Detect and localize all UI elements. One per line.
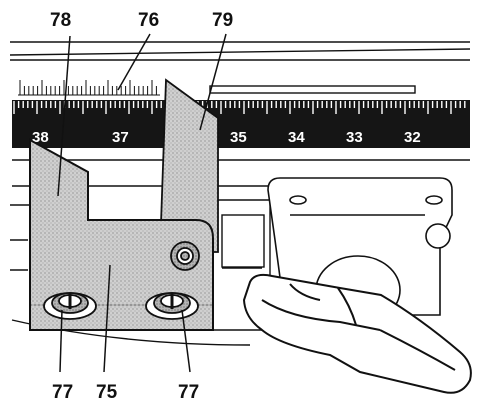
- bracket-boss: [170, 241, 200, 271]
- scale-number-32: 32: [404, 129, 421, 146]
- callouts: 76 78 79 77 75 77: [50, 10, 233, 403]
- scale-numbers: 38 37 35 34 33 32: [32, 129, 421, 146]
- screw-right[interactable]: [145, 292, 199, 320]
- callout-77-right: 77: [178, 382, 199, 403]
- callout-77-left: 77: [52, 382, 73, 403]
- screw-left[interactable]: [43, 292, 97, 320]
- scale-number-38: 38: [32, 129, 49, 146]
- leader-lines: [57, 33, 227, 373]
- lever-handle[interactable]: [242, 273, 472, 394]
- machine-body: [205, 199, 271, 331]
- callout-75: 75: [96, 382, 118, 403]
- callout-78: 78: [50, 10, 71, 31]
- scale-number-33: 33: [346, 129, 363, 146]
- scale-band: [12, 100, 470, 148]
- upper-ticks: [19, 80, 157, 95]
- callout-76: 76: [138, 10, 159, 31]
- scale-band-ticks: [13, 101, 466, 114]
- right-stop-plate[interactable]: [159, 78, 219, 253]
- scale-number-37: 37: [112, 129, 129, 146]
- scale-number-35: 35: [230, 129, 247, 146]
- callout-79: 79: [212, 10, 233, 31]
- guide-slot: [209, 85, 416, 94]
- scale-number-34: 34: [288, 129, 305, 146]
